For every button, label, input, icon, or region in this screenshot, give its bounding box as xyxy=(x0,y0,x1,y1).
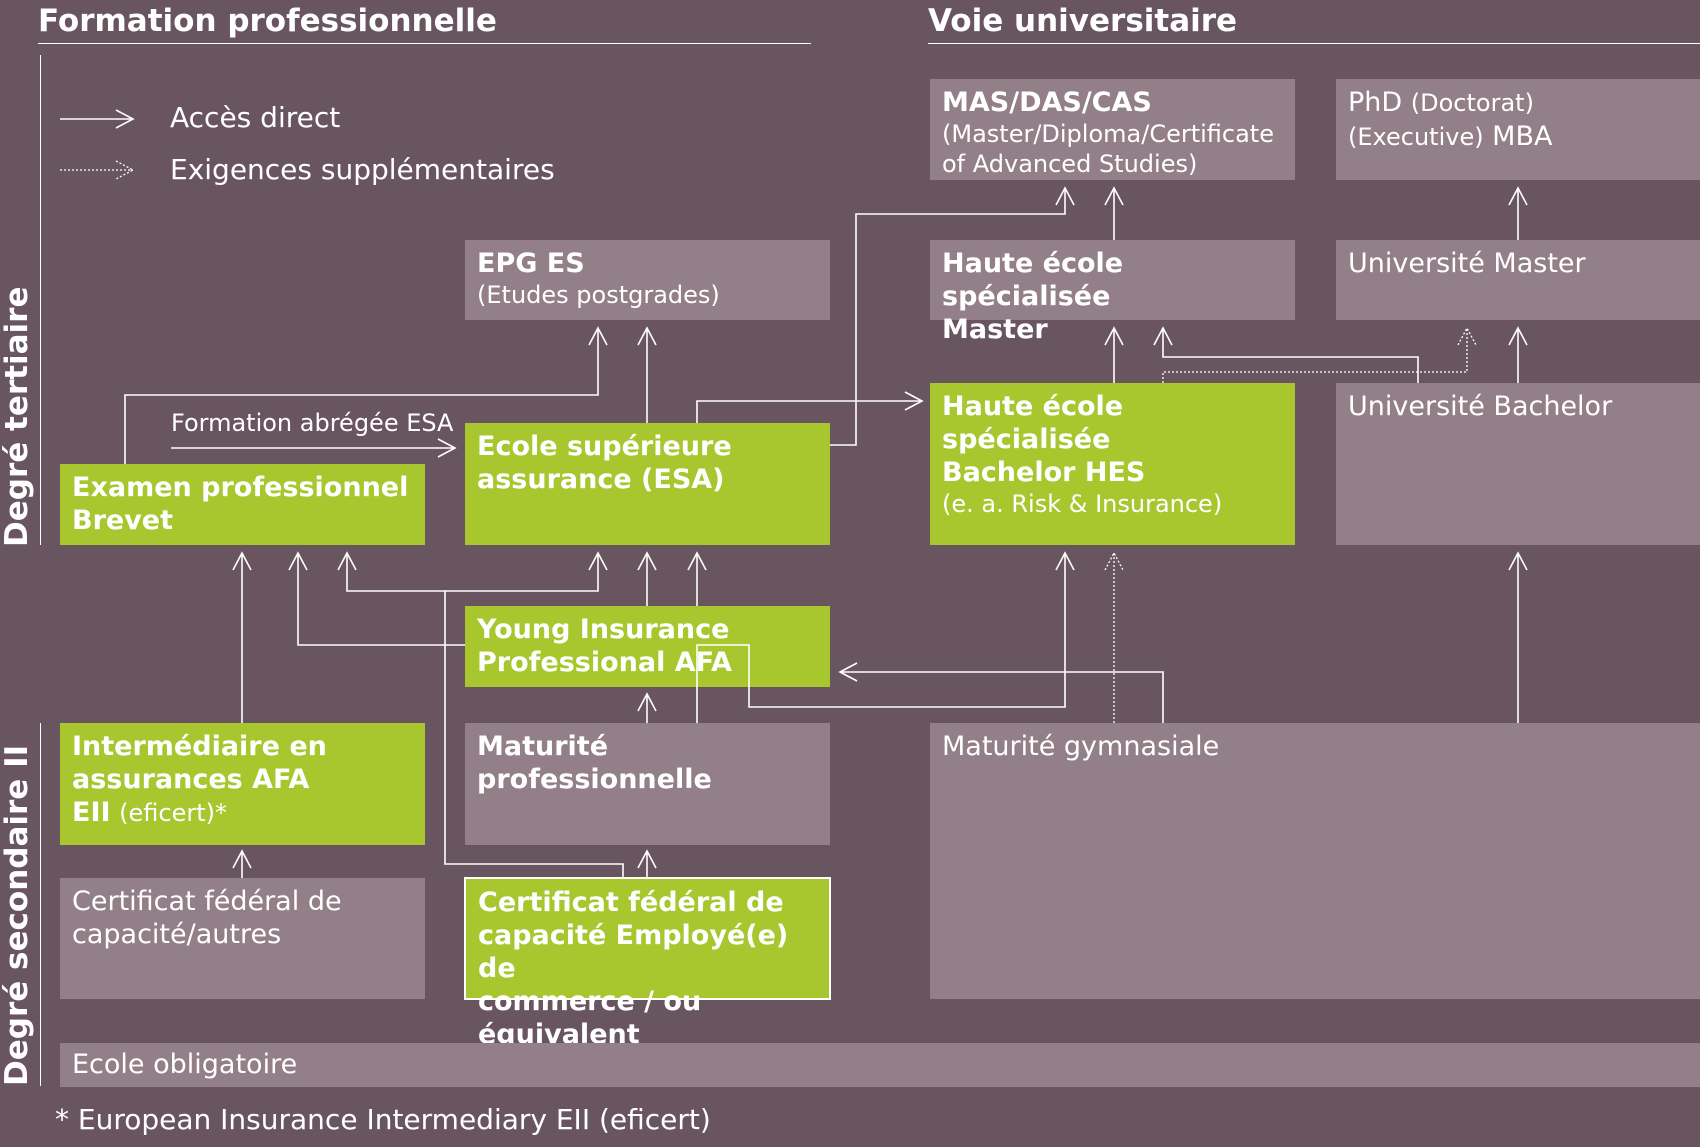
cfc-autres-line2: capacité/autres xyxy=(72,919,282,950)
arrow-examen-to-epg xyxy=(124,326,608,464)
secondary-bracket-line xyxy=(40,723,41,1086)
uni-bachelor-label: Université Bachelor xyxy=(1348,391,1613,422)
box-cfc-autres: Certificat fédéral de capacité/autres xyxy=(60,878,425,999)
arrow-uni-bachelor-to-hes-master xyxy=(1153,326,1419,383)
hes-master-line2: Master xyxy=(942,314,1048,345)
dotted-hes-bachelor-to-uni-master xyxy=(1162,326,1477,383)
tertiary-bracket-line xyxy=(40,55,41,545)
cfc-employe-line1: Certificat fédéral de xyxy=(478,887,784,918)
box-hes-master: Haute école spécialisée Master xyxy=(930,240,1295,345)
esa-line1: Ecole supérieure xyxy=(477,431,732,462)
uni-master-label: Université Master xyxy=(1348,248,1586,279)
hes-bachelor-line1: Haute école spécialisée xyxy=(942,391,1124,455)
box-universite-master: Université Master xyxy=(1336,240,1700,320)
legend-extra-label: Exigences supplémentaires xyxy=(170,153,555,186)
mas-line1: (Master/Diploma/Certificate xyxy=(942,120,1274,148)
maturite-gym-label: Maturité gymnasiale xyxy=(942,731,1220,762)
esa-line2: assurance (ESA) xyxy=(477,464,725,495)
box-hes-bachelor: Haute école spécialisée Bachelor HES (e.… xyxy=(930,383,1295,545)
box-esa: Ecole supérieure assurance (ESA) xyxy=(465,423,830,545)
hes-bachelor-sub: (e. a. Risk & Insurance) xyxy=(942,490,1223,518)
phd-line1: PhD (Doctorat) xyxy=(1348,86,1688,120)
box-examen-professionnel: Examen professionnel Brevet xyxy=(60,464,425,545)
phd-mba: MBA xyxy=(1492,121,1553,152)
hes-master-line1: Haute école spécialisée xyxy=(942,248,1124,312)
arrow-esa-to-hes-bachelor xyxy=(696,391,924,423)
box-intermediaire: Intermédiaire en assurances AFA EII (efi… xyxy=(60,723,425,845)
yip-line1: Young Insurance xyxy=(477,614,730,645)
box-phd-mba: PhD (Doctorat) (Executive) MBA xyxy=(1336,79,1700,180)
phd-doctorat: (Doctorat) xyxy=(1410,89,1534,117)
intermediaire-line3: EII (eficert)* xyxy=(72,796,413,830)
phd-line2: (Executive) MBA xyxy=(1348,120,1688,154)
examen-line1: Examen professionnel xyxy=(72,472,409,503)
epg-title: EPG ES xyxy=(477,248,585,279)
intermediaire-eficert: (eficert)* xyxy=(119,799,227,827)
epg-sub: (Etudes postgrades) xyxy=(477,281,720,309)
box-epg-es: EPG ES (Etudes postgrades) xyxy=(465,240,830,320)
header-right-rule xyxy=(928,43,1700,44)
header-voie-universitaire: Voie universitaire xyxy=(928,3,1238,39)
cfc-employe-line3: commerce / ou équivalent xyxy=(478,986,702,1050)
arrow-cfc-employe-to-esa xyxy=(444,551,624,877)
arrow-yip-to-examen xyxy=(288,551,465,646)
header-left-rule xyxy=(38,43,811,44)
examen-line2: Brevet xyxy=(72,505,174,536)
box-cfc-employe-commerce: Certificat fédéral de capacité Employé(e… xyxy=(464,877,831,1050)
arrow-esa-to-mas xyxy=(830,186,1075,446)
hes-bachelor-line2: Bachelor HES xyxy=(942,457,1146,488)
maturite-pro-label: Maturité professionnelle xyxy=(477,731,712,795)
intermediaire-eii: EII xyxy=(72,797,111,828)
mas-title: MAS/DAS/CAS xyxy=(942,87,1152,118)
box-maturite-gymnasiale: Maturité gymnasiale xyxy=(930,723,1700,999)
box-ecole-obligatoire: Ecole obligatoire xyxy=(60,1043,1700,1087)
box-universite-bachelor: Université Bachelor xyxy=(1336,383,1700,545)
cfc-employe-line2: capacité Employé(e) de xyxy=(478,920,789,984)
legend-direct-label: Accès direct xyxy=(170,101,341,134)
box-mas-das-cas: MAS/DAS/CAS (Master/Diploma/Certificate … xyxy=(930,79,1295,180)
cfc-autres-line1: Certificat fédéral de xyxy=(72,886,342,917)
header-formation-professionnelle: Formation professionnelle xyxy=(38,3,497,39)
phd-executive: (Executive) xyxy=(1348,123,1484,151)
yip-line2: Professional AFA xyxy=(477,647,732,678)
phd-text: PhD xyxy=(1348,87,1403,118)
footnote: * European Insurance Intermediary EII (e… xyxy=(55,1103,711,1136)
intermediaire-line1: Intermédiaire en xyxy=(72,731,327,762)
mas-line2: of Advanced Studies) xyxy=(942,150,1198,178)
arrow-maturite-pro-to-hes-bachelor xyxy=(696,551,1075,723)
arrow-cfc-employe-to-examen xyxy=(337,551,445,592)
formation-abregee-label: Formation abrégée ESA xyxy=(171,409,454,437)
arrow-maturite-gym-to-yip xyxy=(838,662,1164,723)
ecole-obligatoire-label: Ecole obligatoire xyxy=(72,1049,298,1080)
intermediaire-line2: assurances AFA xyxy=(72,764,310,795)
box-maturite-professionnelle: Maturité professionnelle xyxy=(465,723,830,845)
box-young-insurance: Young Insurance Professional AFA xyxy=(465,606,830,687)
